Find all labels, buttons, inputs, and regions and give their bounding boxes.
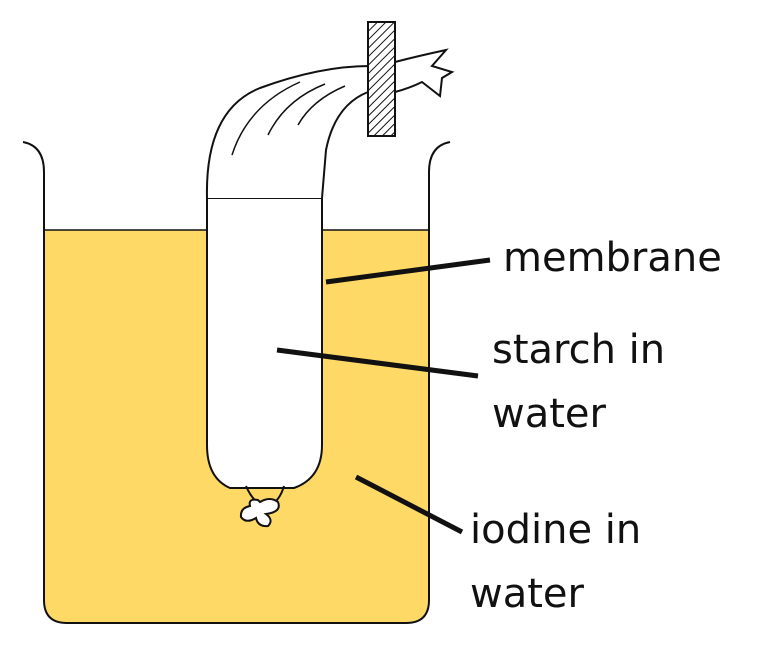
iodine-leader-line: [354, 474, 464, 535]
beaker: [22, 141, 451, 624]
starch-label-line2: water: [492, 391, 607, 437]
membrane-tail: [394, 48, 455, 98]
clamp: [367, 21, 396, 137]
starch-leader-line: [276, 347, 479, 379]
iodine-label-line1: iodine in: [470, 507, 641, 553]
iodine-label-line2: water: [470, 571, 585, 617]
membrane-bag: [206, 197, 323, 489]
membrane-leader-line: [325, 257, 491, 285]
membrane-label: membrane: [503, 235, 722, 281]
starch-label-line1: starch in: [492, 327, 665, 373]
membrane-bag-top: [205, 64, 372, 199]
knot: [239, 485, 285, 528]
